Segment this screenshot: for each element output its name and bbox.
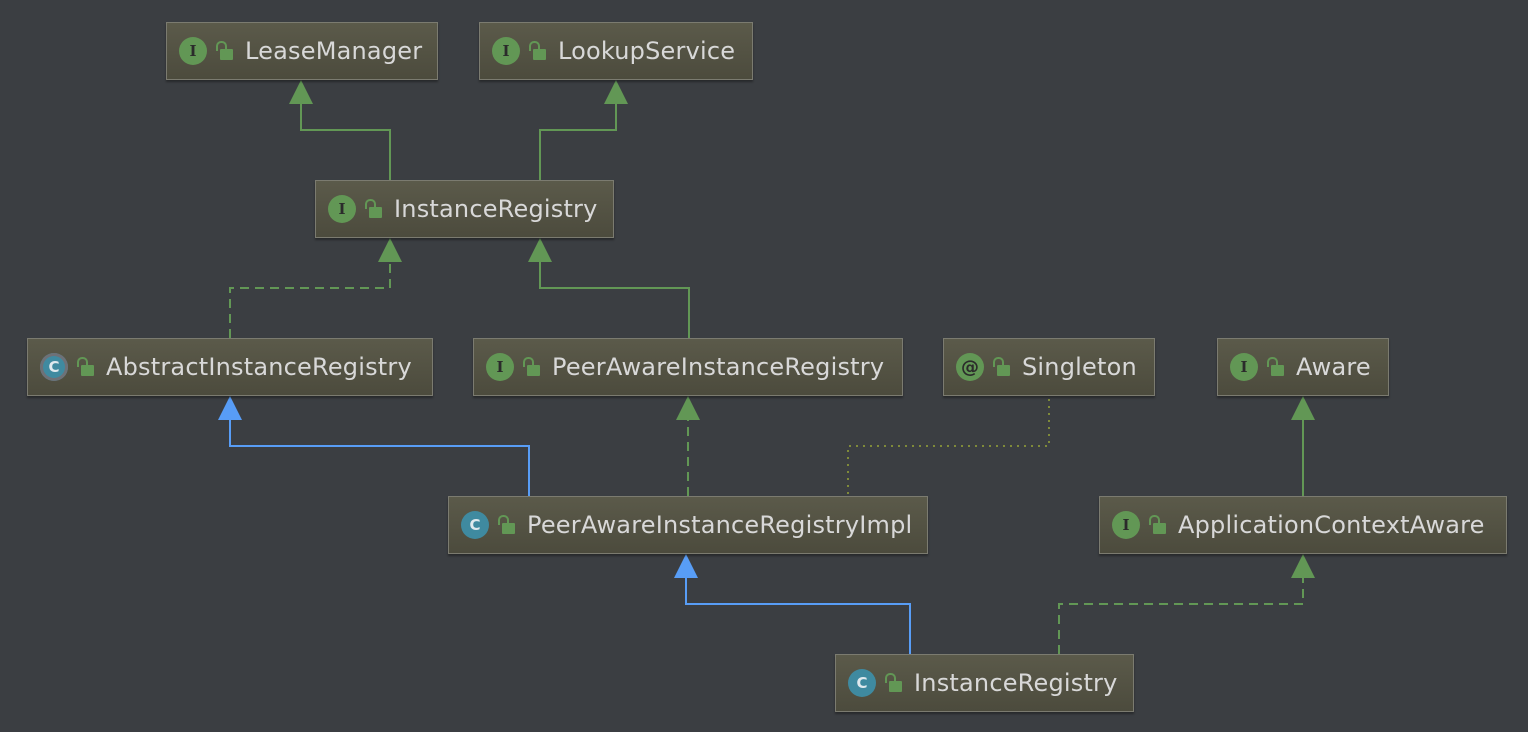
node-label: PeerAwareInstanceRegistryImpl (527, 511, 913, 539)
unlocked-padlock-icon (76, 356, 94, 378)
node-instance-registry-interface[interactable]: I InstanceRegistry (315, 180, 614, 238)
edge-instance-registry-to-lookup-service (539, 103, 617, 181)
node-label: AbstractInstanceRegistry (106, 353, 412, 381)
unlocked-padlock-icon (884, 672, 902, 694)
node-application-context-aware[interactable]: I ApplicationContextAware (1099, 496, 1507, 554)
arrowhead-peer-aware-instance-registry (676, 396, 700, 420)
node-label: ApplicationContextAware (1178, 511, 1485, 539)
node-label: LeaseManager (245, 37, 423, 65)
node-label: Aware (1296, 353, 1371, 381)
edge-abstract-instance-registry-to-instance-registry (229, 261, 391, 338)
arrowhead-instance-registry-right (528, 238, 552, 262)
interface-icon: I (179, 37, 207, 65)
interface-icon: I (1230, 353, 1258, 381)
edge-instance-registry-to-lease-manager (300, 103, 391, 181)
unlocked-padlock-icon (522, 356, 540, 378)
node-label: Singleton (1022, 353, 1137, 381)
class-icon: C (848, 669, 876, 697)
unlocked-padlock-icon (364, 198, 382, 220)
arrowhead-aware (1291, 396, 1315, 420)
class-icon: C (461, 511, 489, 539)
node-instance-registry-class[interactable]: C InstanceRegistry (835, 654, 1134, 712)
arrowhead-abstract-instance-registry (218, 396, 242, 420)
arrowhead-impl (674, 554, 698, 578)
node-label: InstanceRegistry (914, 669, 1118, 697)
node-label: LookupService (558, 37, 736, 65)
arrowhead-lease-manager (289, 80, 313, 104)
node-lease-manager[interactable]: I LeaseManager (166, 22, 438, 80)
interface-icon: I (486, 353, 514, 381)
node-abstract-instance-registry[interactable]: C AbstractInstanceRegistry (27, 338, 433, 396)
edge-impl-to-abstract-instance-registry (229, 419, 530, 496)
unlocked-padlock-icon (1148, 514, 1166, 536)
interface-icon: I (492, 37, 520, 65)
abstract-class-icon: C (40, 353, 68, 381)
annotation-icon: @ (956, 353, 984, 381)
node-singleton[interactable]: @ Singleton (943, 338, 1155, 396)
unlocked-padlock-icon (215, 40, 233, 62)
edge-impl-to-singleton (847, 398, 1050, 494)
unlocked-padlock-icon (528, 40, 546, 62)
interface-icon: I (328, 195, 356, 223)
unlocked-padlock-icon (992, 356, 1010, 378)
unlocked-padlock-icon (1266, 356, 1284, 378)
interface-icon: I (1112, 511, 1140, 539)
node-label: PeerAwareInstanceRegistry (552, 353, 885, 381)
node-peer-aware-instance-registry[interactable]: I PeerAwareInstanceRegistry (473, 338, 903, 396)
arrowhead-lookup-service (604, 80, 628, 104)
node-label: InstanceRegistry (394, 195, 598, 223)
edge-instance-registry-class-to-impl (685, 577, 911, 654)
node-lookup-service[interactable]: I LookupService (479, 22, 753, 80)
edge-peer-aware-instance-registry-to-instance-registry (539, 261, 690, 338)
arrowhead-instance-registry-left (378, 238, 402, 262)
arrowhead-application-context-aware (1291, 554, 1315, 578)
node-peer-aware-instance-registry-impl[interactable]: C PeerAwareInstanceRegistryImpl (448, 496, 928, 554)
node-aware[interactable]: I Aware (1217, 338, 1389, 396)
edge-instance-registry-class-to-application-context-aware (1058, 577, 1304, 654)
unlocked-padlock-icon (497, 514, 515, 536)
